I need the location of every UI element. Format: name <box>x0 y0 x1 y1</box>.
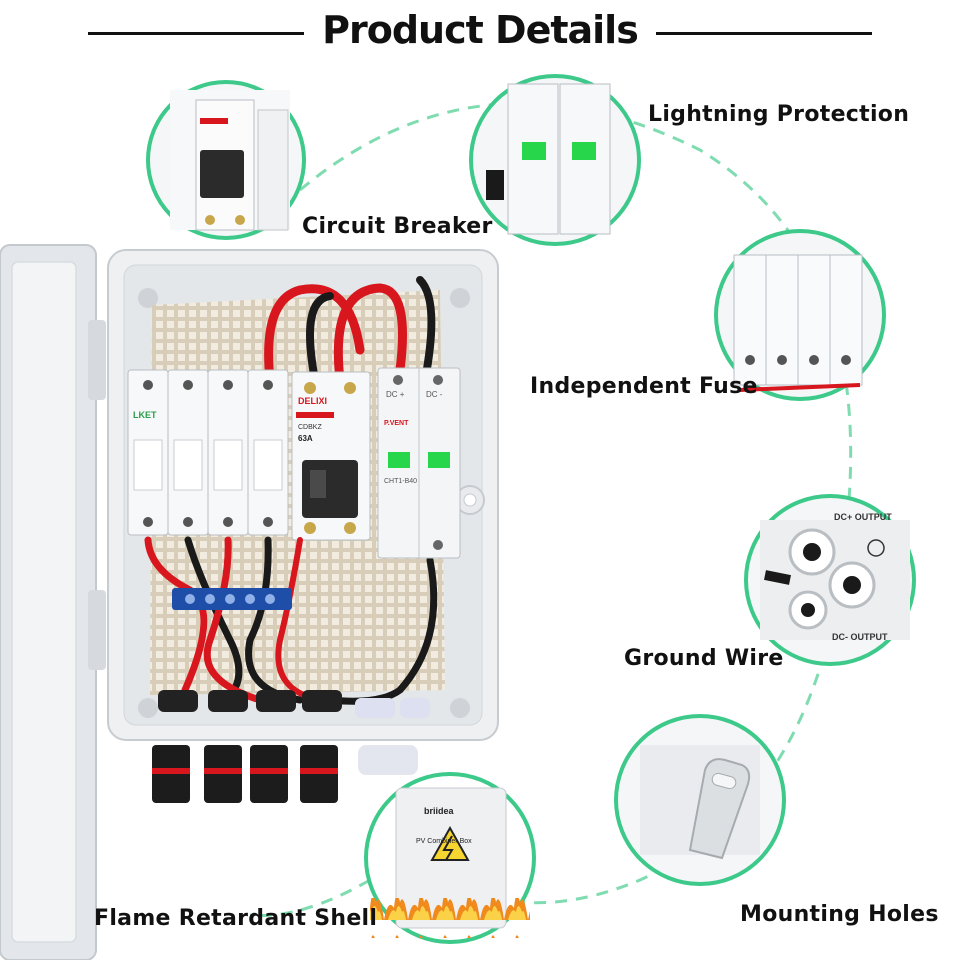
title-left-rule <box>88 32 304 35</box>
detail-circle-circuit-breaker <box>146 80 306 240</box>
label-circuit-breaker: Circuit Breaker <box>302 214 493 239</box>
breaker-rating-label: 63A <box>298 434 313 443</box>
label-lightning-protection: Lightning Protection <box>648 102 910 127</box>
enclosure-door <box>0 244 106 960</box>
title-right-rule <box>656 32 872 35</box>
spd-dc-minus-label: DC - <box>426 390 443 399</box>
detail-circle-lightning-protection <box>469 74 641 246</box>
fuse-holders <box>127 369 289 536</box>
fuse-brand-label: LKET <box>133 410 157 420</box>
dashed-connector-left <box>249 878 371 918</box>
page-title: Product Details <box>322 8 639 52</box>
label-flame-retardant-shell: Flame Retardant Shell <box>94 906 378 931</box>
box-brand-label: briidea <box>424 806 454 816</box>
breaker-model-label: CDBKZ <box>298 424 322 431</box>
label-independent-fuse: Independent Fuse <box>530 374 758 399</box>
mc4-connectors <box>152 745 418 803</box>
label-mounting-holes: Mounting Holes <box>740 902 939 927</box>
surge-protector <box>377 367 461 559</box>
circuit-breaker <box>291 371 371 541</box>
box-name-label: PV Combiner Box <box>416 838 472 845</box>
breaker-brand-label: DELIXI <box>298 396 328 406</box>
label-ground-wire: Ground Wire <box>624 646 784 671</box>
wiring-bottom <box>144 536 323 704</box>
spd-dc-plus-label: DC + <box>386 390 405 399</box>
detail-circle-mounting-holes <box>614 714 786 886</box>
spd-model-label: CHT1-B40 <box>384 478 418 485</box>
spd-brand-label: P.VENT <box>384 420 409 427</box>
output-dc-minus-label: DC- OUTPUT <box>832 632 888 642</box>
output-dc-plus-label: DC+ OUTPUT <box>834 512 892 522</box>
terminal-bar <box>172 588 292 610</box>
detail-circle-flame-retardant-shell <box>364 772 536 944</box>
detail-circle-independent-fuse <box>714 229 886 401</box>
cable-glands <box>158 690 430 718</box>
detail-circle-ground-wire <box>744 494 916 666</box>
